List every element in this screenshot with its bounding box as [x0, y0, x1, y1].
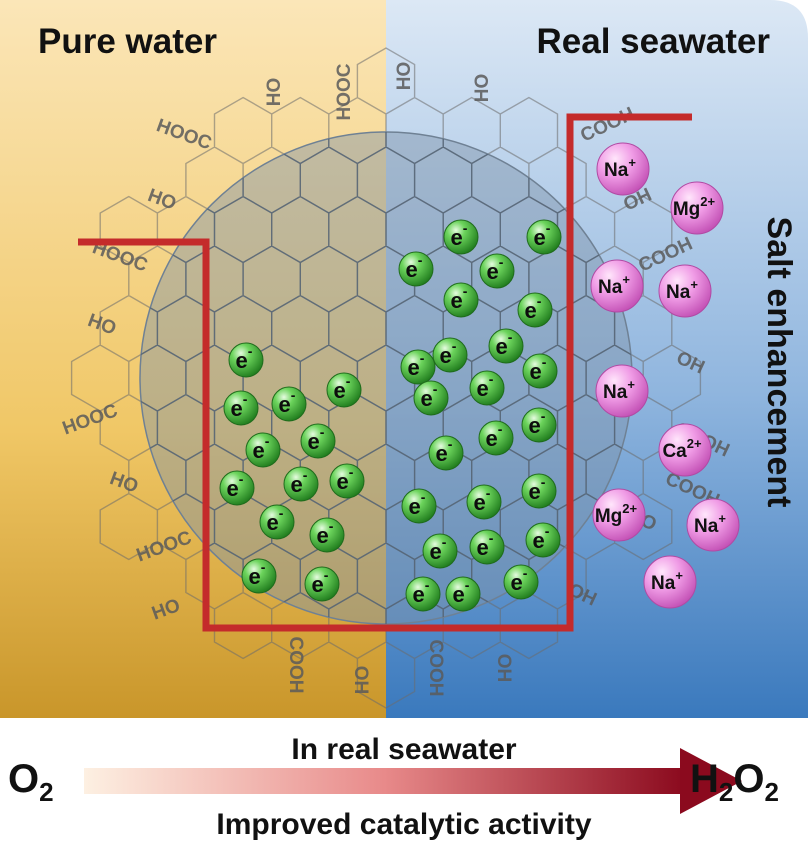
electron: e-	[219, 470, 255, 506]
electron: e-	[521, 473, 557, 509]
electron: e-	[271, 386, 307, 422]
electron: e-	[445, 576, 481, 612]
electron: e-	[241, 558, 277, 594]
electron: e-	[400, 349, 436, 385]
ion-na: Na+	[658, 264, 712, 318]
graphene-lattice-inner	[140, 132, 632, 624]
electron: e-	[488, 328, 524, 364]
lattice-hexagons	[140, 132, 632, 624]
electron: e-	[228, 342, 264, 378]
functional-group-label: COOH	[285, 637, 306, 694]
electron: e-	[283, 466, 319, 502]
electron: e-	[405, 576, 441, 612]
real-seawater-title: Real seawater	[536, 22, 770, 61]
electron: e-	[469, 529, 505, 565]
ion-na: Na+	[643, 555, 697, 609]
electron: e-	[479, 253, 515, 289]
electron: e-	[521, 407, 557, 443]
electron: e-	[522, 353, 558, 389]
salt-ions: Na+Mg2+Na+Na+Na+Ca2+Mg2+Na+Na+	[590, 142, 740, 609]
energy-profile-line	[78, 113, 692, 632]
electron: e-	[398, 251, 434, 287]
arrow-shaft	[84, 768, 684, 794]
ion-mg: Mg2+	[670, 181, 724, 235]
electrons: e-e-e-e-e-e-e-e-e-e-e-e-e-e-e-e-e-e-e-e-…	[219, 219, 562, 612]
ion-na: Na+	[686, 498, 740, 552]
ion-na: Na+	[590, 259, 644, 313]
graphene-sphere	[139, 131, 633, 625]
electron: e-	[428, 435, 464, 471]
electron: e-	[329, 463, 365, 499]
functional-group-label: OH	[493, 654, 514, 683]
electron: e-	[309, 517, 345, 553]
electron: e-	[526, 219, 562, 255]
functional-group-label: OH	[350, 666, 371, 695]
product-h2o2: H2O2	[690, 757, 779, 807]
electron: e-	[443, 219, 479, 255]
electron: e-	[300, 423, 336, 459]
functional-group-label: HO	[264, 78, 285, 107]
functional-group-label: COOH	[425, 640, 446, 697]
electron: e-	[432, 337, 468, 373]
electron: e-	[503, 564, 539, 600]
electron: e-	[443, 282, 479, 318]
arrow-top-caption: In real seawater	[291, 733, 517, 766]
ion-mg: Mg2+	[592, 488, 646, 542]
electron: e-	[245, 432, 281, 468]
arrow-head	[680, 748, 742, 814]
electron: e-	[466, 484, 502, 520]
electron: e-	[259, 504, 295, 540]
electron: e-	[517, 292, 553, 328]
ion-na: Na+	[596, 142, 650, 196]
functional-group-label: HO	[394, 62, 415, 91]
electron: e-	[469, 370, 505, 406]
pure-water-title: Pure water	[38, 22, 217, 61]
functional-group-label: HO	[472, 74, 493, 103]
ion-ca: Ca2+	[658, 423, 712, 477]
electron: e-	[525, 522, 561, 558]
electron: e-	[223, 390, 259, 426]
salt-enhancement-label: Salt enhancement	[760, 217, 798, 508]
electron: e-	[478, 420, 514, 456]
ion-na: Na+	[595, 364, 649, 418]
electron: e-	[422, 533, 458, 569]
electron: e-	[304, 566, 340, 602]
reactant-o2: O2	[8, 757, 54, 807]
electron: e-	[326, 372, 362, 408]
arrow-bottom-caption: Improved catalytic activity	[216, 808, 592, 841]
electron: e-	[401, 488, 437, 524]
functional-group-label: HOOC	[334, 63, 355, 120]
electron: e-	[413, 380, 449, 416]
